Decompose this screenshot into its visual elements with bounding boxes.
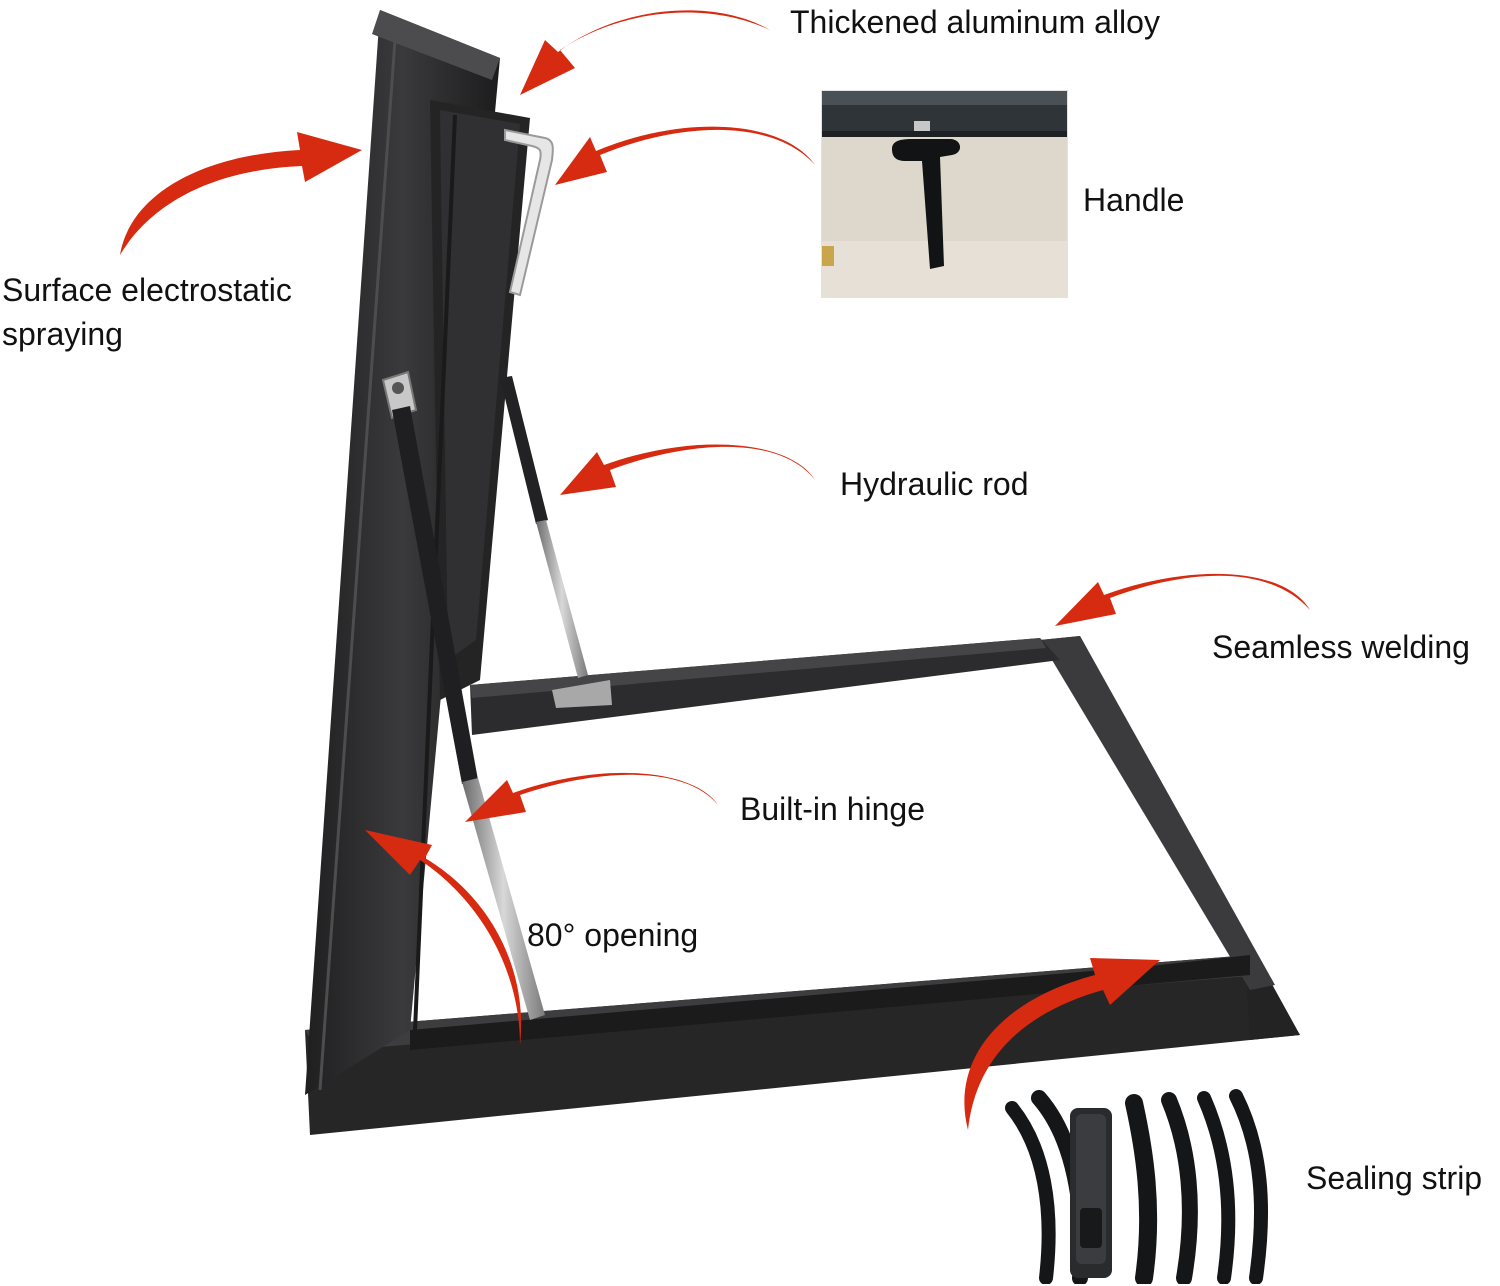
label-sealing-strip: Sealing strip	[1306, 1160, 1483, 1196]
hydraulic-rod-upper	[500, 376, 612, 708]
curved-arrow-icon	[555, 126, 815, 185]
curved-arrow-icon	[465, 772, 718, 822]
label-built-in-hinge: Built-in hinge	[740, 791, 925, 827]
sealing-strip-photo	[1004, 1088, 1288, 1284]
label-seamless-welding: Seamless welding	[1212, 629, 1470, 665]
sealing-strip-graphic	[1005, 1089, 1268, 1284]
curved-arrow-icon	[964, 958, 1160, 1130]
curved-arrow-icon	[120, 132, 362, 255]
handle-photo	[821, 90, 1068, 298]
open-lid	[305, 10, 530, 1095]
curved-arrow-icon	[520, 10, 770, 95]
curved-arrow-icon	[365, 830, 522, 1045]
hydraulic-rod-lower	[381, 370, 545, 1020]
curved-arrow-icon	[560, 444, 815, 495]
curved-arrow-icon	[1055, 573, 1310, 626]
handle	[504, 128, 554, 297]
label-surface-electrostatic-spraying: Surface electrostatic spraying	[2, 272, 292, 352]
label-thickened-aluminum-alloy: Thickened aluminum alloy	[790, 4, 1160, 40]
handle-photo-graphic	[822, 91, 1067, 297]
label-hydraulic-rod: Hydraulic rod	[840, 466, 1029, 502]
label-handle: Handle	[1083, 182, 1185, 218]
label-80-opening: 80° opening	[527, 917, 699, 953]
